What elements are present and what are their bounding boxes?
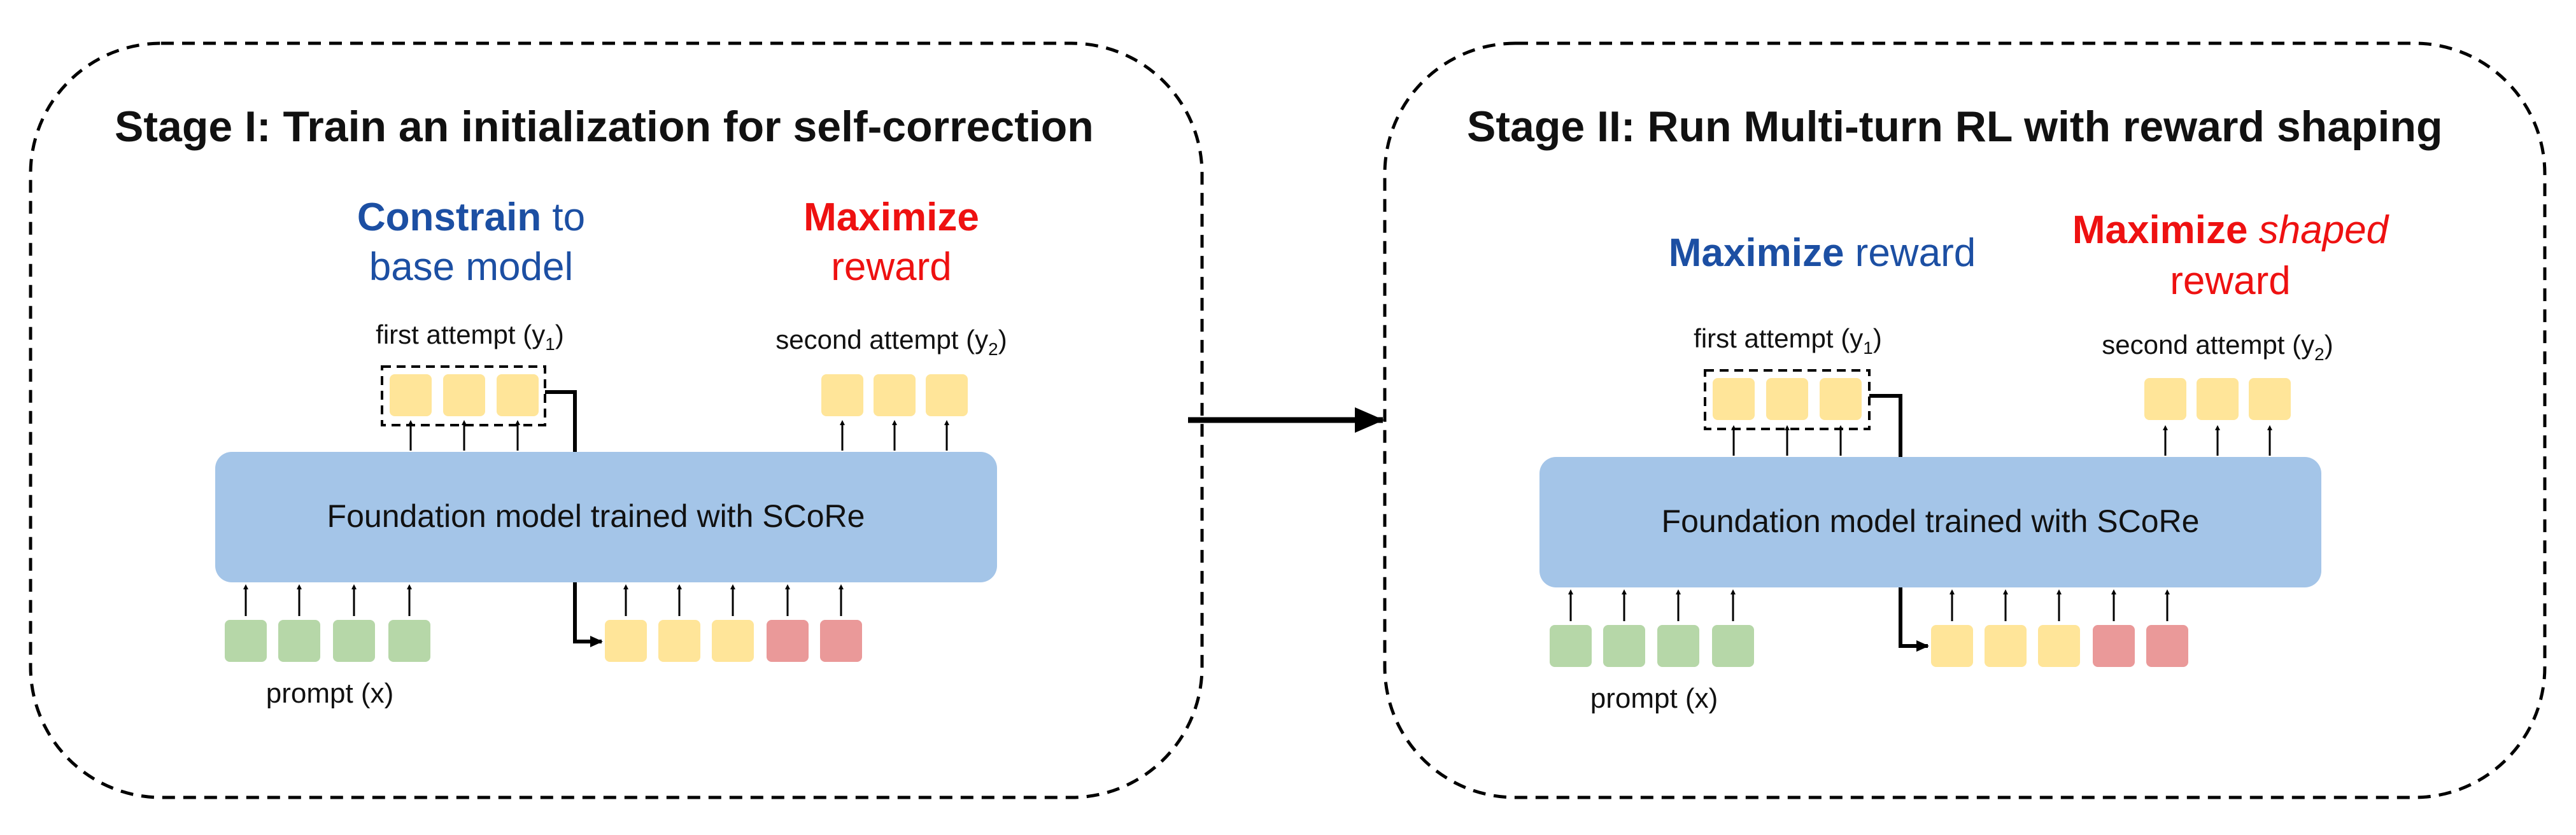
stage2-feedback-connector-lower (1899, 587, 1929, 652)
prompt-token (333, 620, 375, 662)
attempt-token (1985, 625, 2027, 667)
stage1-feedback-connector-lower (573, 582, 603, 647)
stage1-border (29, 41, 1204, 799)
attempt-token (821, 374, 863, 416)
stage1-maximize-heading: Maximize (803, 195, 979, 239)
stage1-panel: Stage I: Train an initialization for sel… (29, 41, 1204, 799)
attempt-token (1766, 378, 1808, 420)
stage2-border (1383, 41, 2547, 799)
stage1-maximize-heading-line2: reward (831, 245, 952, 289)
stage2-first-attempt-box (1704, 369, 1871, 430)
stage2-maximize-shaped-heading-line2: reward (2170, 259, 2291, 303)
stage2-maximize-shaped-heading: Maximize shaped (2072, 208, 2390, 252)
attempt-token (2197, 378, 2239, 420)
error-token (767, 620, 809, 662)
stage2-maximize-heading: Maximize reward (1669, 231, 1976, 275)
stage2-prompt-label: prompt (x) (1590, 683, 1718, 714)
stage1-first-attempt-box (381, 365, 546, 426)
prompt-token (388, 620, 430, 662)
stage2-panel: Stage II: Run Multi-turn RL with reward … (1383, 41, 2547, 799)
attempt-token (926, 374, 968, 416)
stage1-constrain-heading: Constrain to (357, 195, 585, 239)
stage1-second-attempt-label: second attempt (y2) (775, 325, 1007, 359)
stage1-input-arrows (243, 584, 844, 616)
attempt-token (1931, 625, 1973, 667)
prompt-token (1712, 625, 1754, 667)
attempt-token (605, 620, 647, 662)
error-token (820, 620, 862, 662)
attempt-token (712, 620, 754, 662)
attempt-token (443, 374, 485, 416)
stage1-feedback-connector (545, 390, 577, 452)
attempt-token (2038, 625, 2080, 667)
prompt-token (278, 620, 320, 662)
attempt-token (2249, 378, 2291, 420)
stage1-first-attempt-label: first attempt (y1) (376, 319, 564, 354)
stage1-foundation-model (215, 452, 997, 582)
stage2-foundation-model (1539, 457, 2321, 587)
stage2-title: Stage II: Run Multi-turn RL with reward … (1467, 102, 2443, 151)
error-token (2146, 625, 2188, 667)
stage1-title: Stage I: Train an initialization for sel… (115, 102, 1094, 151)
prompt-token (1550, 625, 1592, 667)
stage2-first-attempt-label: first attempt (y1) (1694, 323, 1882, 358)
constrain-word: Constrain (357, 195, 541, 239)
prompt-token (1603, 625, 1645, 667)
prompt-token (1657, 625, 1699, 667)
attempt-token (658, 620, 700, 662)
prompt-token (225, 620, 267, 662)
stage2-second-attempt-label: second attempt (y2) (2102, 330, 2333, 364)
stage1-model-label: Foundation model trained with SCoRe (327, 498, 865, 534)
stage2-feedback-connector (1869, 394, 1902, 457)
attempt-token (874, 374, 916, 416)
attempt-token (1713, 378, 1755, 420)
stage1-constrain-heading-line2: base model (369, 245, 574, 289)
stage1-prompt-label: prompt (x) (266, 678, 393, 709)
attempt-token (497, 374, 539, 416)
error-token (2093, 625, 2135, 667)
attempt-token (390, 374, 432, 416)
stage2-model-label: Foundation model trained with SCoRe (1662, 503, 2200, 539)
stage2-input-arrows (1568, 589, 2170, 621)
stage1-output-arrows (408, 420, 949, 451)
stage2-output-arrows (1731, 425, 2272, 456)
attempt-token (2144, 378, 2186, 420)
attempt-token (1820, 378, 1862, 420)
